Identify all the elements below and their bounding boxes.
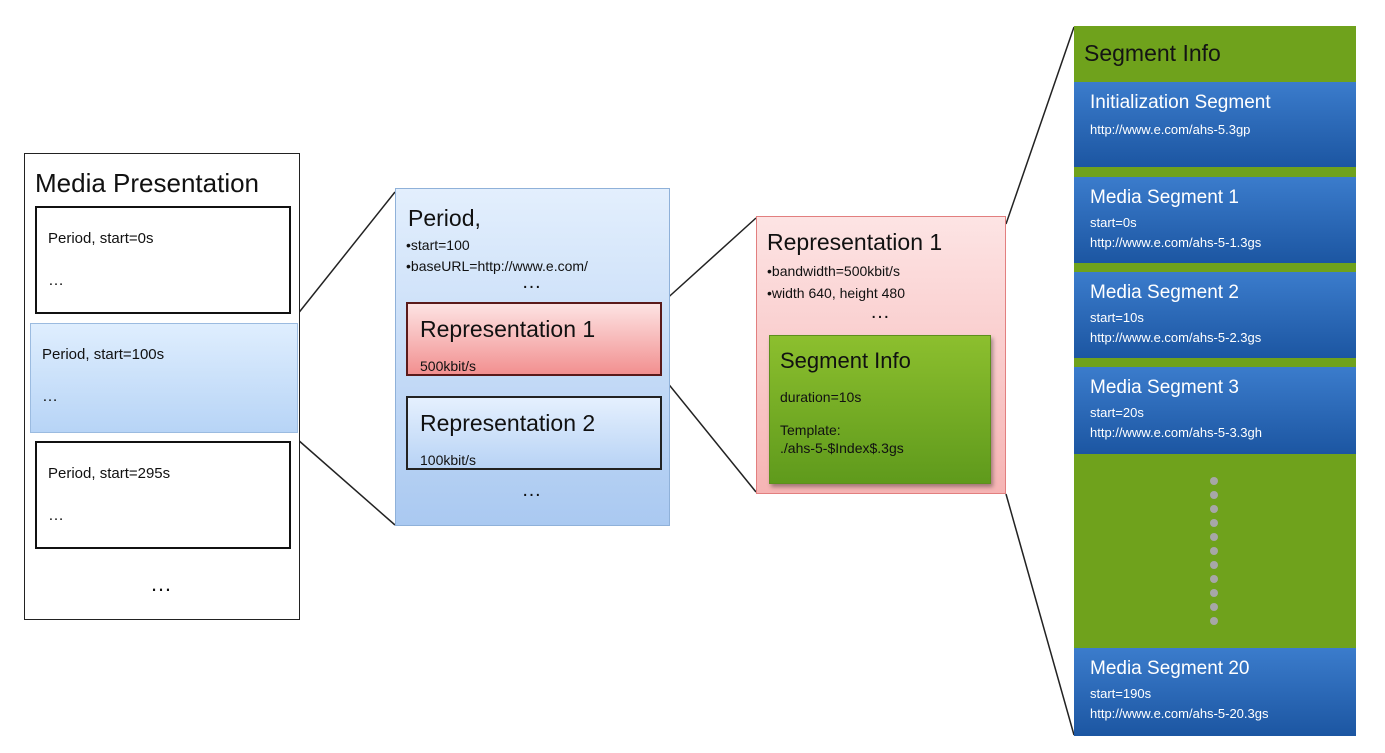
segment-duration: duration=10s [780,389,862,405]
period-label: Period, start=100s [42,346,165,363]
segment-start: start=10s [1090,310,1144,325]
segment-url: http://www.e.com/ahs-5-20.3gs [1090,706,1269,721]
ellipsis: … [48,507,65,524]
segment-start: start=20s [1090,405,1144,420]
ellipsis: … [870,301,892,323]
segment-url: http://www.e.com/ahs-5-1.3gs [1090,235,1262,250]
continuation-dot [1210,575,1218,583]
representation-title: Representation 1 [767,229,943,255]
segment-start: start=0s [1090,215,1137,230]
segment-name: Media Segment 1 [1090,187,1239,208]
template-label: Template: [780,422,841,438]
period-detail-box: Period, •start=100 •baseURL=http://www.e… [395,188,670,526]
connector-line [1005,493,1075,736]
media-segment: Media Segment 20 start=190s http://www.e… [1074,646,1356,736]
representation-box: Representation 2 100kbit/s [406,396,662,470]
representation-name: Representation 2 [420,410,596,436]
period-label: Period, start=0s [48,230,154,247]
continuation-dot [1210,547,1218,555]
connector-line [288,191,396,326]
connector-line [661,375,757,493]
period-box-selected: Period, start=100s … [31,324,297,432]
media-segment: Media Segment 3 start=20s http://www.e.c… [1074,365,1356,454]
representation-bitrate: 500kbit/s [420,358,477,374]
continuation-dot [1210,491,1218,499]
segment-url: http://www.e.com/ahs-5.3gp [1090,122,1251,137]
ellipsis: … [150,571,174,596]
segment-name: Media Segment 2 [1090,282,1239,303]
representation-name: Representation 1 [420,316,596,342]
representation-attribute: •width 640, height 480 [767,285,906,301]
connector-line [661,217,757,304]
ellipsis: … [42,388,59,405]
continuation-dot [1210,617,1218,625]
representation-attribute: •bandwidth=500kbit/s [767,263,900,279]
continuation-dot [1210,477,1218,485]
segment-info-column: Segment Info Initialization Segment http… [1074,26,1356,736]
segment-name: Media Segment 3 [1090,377,1239,398]
continuation-dot [1210,519,1218,527]
continuation-dot [1210,589,1218,597]
connector-line [288,431,396,526]
period-title: Period, [408,205,481,231]
period-label: Period, start=295s [48,465,171,482]
continuation-dot [1210,603,1218,611]
media-presentation-box: Media Presentation Period, start=0s … Pe… [24,153,300,620]
segment-info-column-title: Segment Info [1084,40,1221,66]
media-segment: Media Segment 2 start=10s http://www.e.c… [1074,270,1356,358]
continuation-dot [1210,505,1218,513]
segment-url: http://www.e.com/ahs-5-3.3gh [1090,425,1262,440]
segment-name: Initialization Segment [1090,92,1271,113]
segment-info-box: Segment Info duration=10s Template: ./ah… [769,335,991,484]
period-attribute: •baseURL=http://www.e.com/ [406,258,588,274]
ellipsis: … [521,479,544,501]
continuation-dot [1210,561,1218,569]
period-attribute: •start=100 [406,237,470,253]
representation-detail-box: Representation 1 •bandwidth=500kbit/s •w… [756,216,1006,494]
representation-box-selected: Representation 1 500kbit/s [406,302,662,376]
period-box: Period, start=0s … [35,206,291,314]
initialization-segment: Initialization Segment http://www.e.com/… [1074,80,1356,167]
segment-url: http://www.e.com/ahs-5-2.3gs [1090,330,1262,345]
representation-bitrate: 100kbit/s [420,452,477,468]
segment-name: Media Segment 20 [1090,658,1250,679]
template-value: ./ahs-5-$Index$.3gs [780,440,904,456]
period-box: Period, start=295s … [35,441,291,549]
segment-start: start=190s [1090,686,1152,701]
media-segment: Media Segment 1 start=0s http://www.e.co… [1074,175,1356,263]
continuation-dot [1210,533,1218,541]
media-presentation-title: Media Presentation [35,168,260,198]
segment-info-title: Segment Info [780,348,911,373]
ellipsis: … [48,272,65,289]
ellipsis: … [521,271,544,293]
connector-line [1005,26,1075,225]
